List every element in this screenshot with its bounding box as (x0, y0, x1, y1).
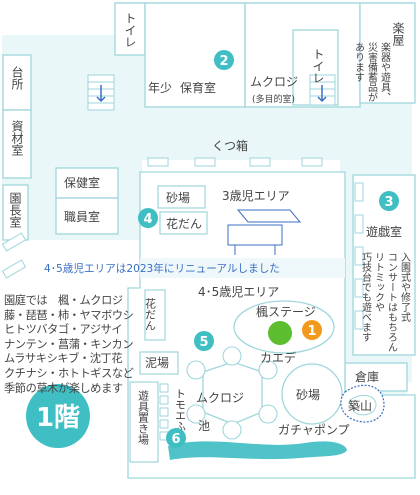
tsukiyama-hill (340, 384, 385, 423)
room-outlines (2, 2, 416, 392)
yugu-oki-label: 遊具置き場 (137, 389, 150, 446)
gacha-label: ガチャポンプ (278, 423, 350, 437)
sansai-area-label: 3歳児エリア (222, 189, 290, 203)
marker-2-text: 2 (219, 54, 228, 69)
gakki-line-2: 災害備蓄品が (366, 42, 378, 102)
floor-label: 1階 (36, 403, 80, 433)
pond (168, 441, 347, 460)
kaede-label: カエデ (260, 350, 296, 365)
toilet-left-vertical: トイレ (123, 12, 137, 48)
doroba-box (139, 351, 179, 375)
marker-3-text: 3 (384, 195, 393, 210)
sunaba-box-1 (157, 185, 206, 209)
marker-3 (379, 191, 399, 211)
gakki-line-1: 楽器や遊具、 (379, 41, 391, 102)
sunaba-circle (281, 363, 343, 425)
garden-note-line: ムラサキシキブ・沈丁花 (4, 352, 123, 366)
hoiku-label: 保育室 (180, 80, 216, 95)
shizai-room (2, 109, 32, 179)
gakki-line-3: あります (353, 42, 365, 82)
tsukiyama-inner (349, 394, 377, 416)
yuugi-note-3: リトミックや (373, 252, 385, 312)
nenshou-label: 年少 (148, 81, 172, 95)
gakki-room (359, 2, 416, 104)
floor-badge (26, 384, 90, 448)
yuugi-note-4: 巧技台でも遊べます (360, 252, 372, 342)
yuugi-note-2: コンサートはもちろん (386, 252, 398, 352)
renewal-band (140, 258, 345, 278)
yuugi-note-1: 入園式や修了式 (399, 252, 411, 322)
mukuroji-yard-label: ムクロジ (196, 391, 244, 405)
renewal-note: 4･5歳児エリアは2023年にリニューアルしました (44, 262, 280, 275)
hoken-label: 保健室 (64, 175, 100, 190)
mukuroji-label: ムクロジ (250, 75, 298, 89)
shokuin-label: 職員室 (64, 209, 100, 224)
souko-label: 倉庫 (355, 369, 379, 384)
kadan-label-1: 花だん (166, 216, 202, 231)
mukuroji-rings (186, 346, 278, 440)
toilet-right-label: トイレ (311, 48, 325, 84)
shokuin-room (55, 197, 119, 235)
yongo-area-label: 4･5歳児エリア (198, 285, 279, 299)
kaede-tree (268, 321, 292, 345)
tsukiyama-label: 築山 (348, 398, 372, 413)
marker-2 (214, 50, 234, 70)
garden-note-line: 藤・琵琶・柿・ヤマボウシ (4, 308, 134, 322)
kaede-stage-label: 楓ステージ (256, 304, 316, 319)
marker-1-text: 1 (307, 324, 316, 339)
tomoe-posts (159, 383, 169, 441)
marker-6 (166, 428, 186, 448)
sunaba-label-2: 砂場 (296, 388, 320, 402)
garden-note-line: 園庭では 楓・ムクロジ (4, 294, 123, 307)
marker-6-text: 6 (171, 432, 180, 447)
enchou-room (2, 184, 29, 241)
kadan-box-1 (159, 211, 208, 235)
garden-note-line: 季節の草木が楽しめます (4, 381, 123, 395)
garden-note: 園庭では 楓・ムクロジ 藤・琵琶・柿・ヤマボウシ ヒトツバタゴ・アジサイ ナンテ… (4, 294, 142, 396)
marker-4 (138, 208, 158, 228)
marker-4-text: 4 (143, 212, 152, 227)
marker-1 (302, 320, 322, 340)
kadan-box-2 (144, 289, 166, 341)
gakki-title: 楽屋 (391, 22, 405, 47)
daidokoro-label: 台所 (10, 65, 24, 90)
kutsubako-label: くつ箱 (212, 138, 248, 153)
garden-note-line: ヒトツバタゴ・アジサイ (4, 323, 123, 337)
doroba-label: 泥場 (145, 356, 169, 370)
yuugi-label: 遊戯室 (366, 224, 402, 239)
garden-note-line: ナンテン・菖蒲・キンカン (4, 337, 134, 351)
mokuteki-label: (多目的室) (252, 93, 295, 105)
stairs-arrow-left (96, 85, 106, 103)
hoken-room (55, 167, 119, 199)
yugu-oki-box (129, 381, 159, 463)
garden-note-line: クチナシ・ホトトギスなど (4, 366, 134, 380)
stairs-arrow-right (317, 85, 327, 103)
sunaba-label-1: 砂場 (166, 191, 190, 205)
shizai-label: 資材室 (10, 120, 24, 156)
play-structure (227, 209, 302, 255)
ike-label: 池 (198, 419, 210, 433)
marker-5 (194, 331, 214, 351)
kadan-label-2: 花だん (144, 298, 157, 331)
daidokoro-room (2, 54, 32, 111)
marker-5-text: 5 (199, 335, 208, 350)
enchou-label: 園長室 (8, 192, 22, 228)
